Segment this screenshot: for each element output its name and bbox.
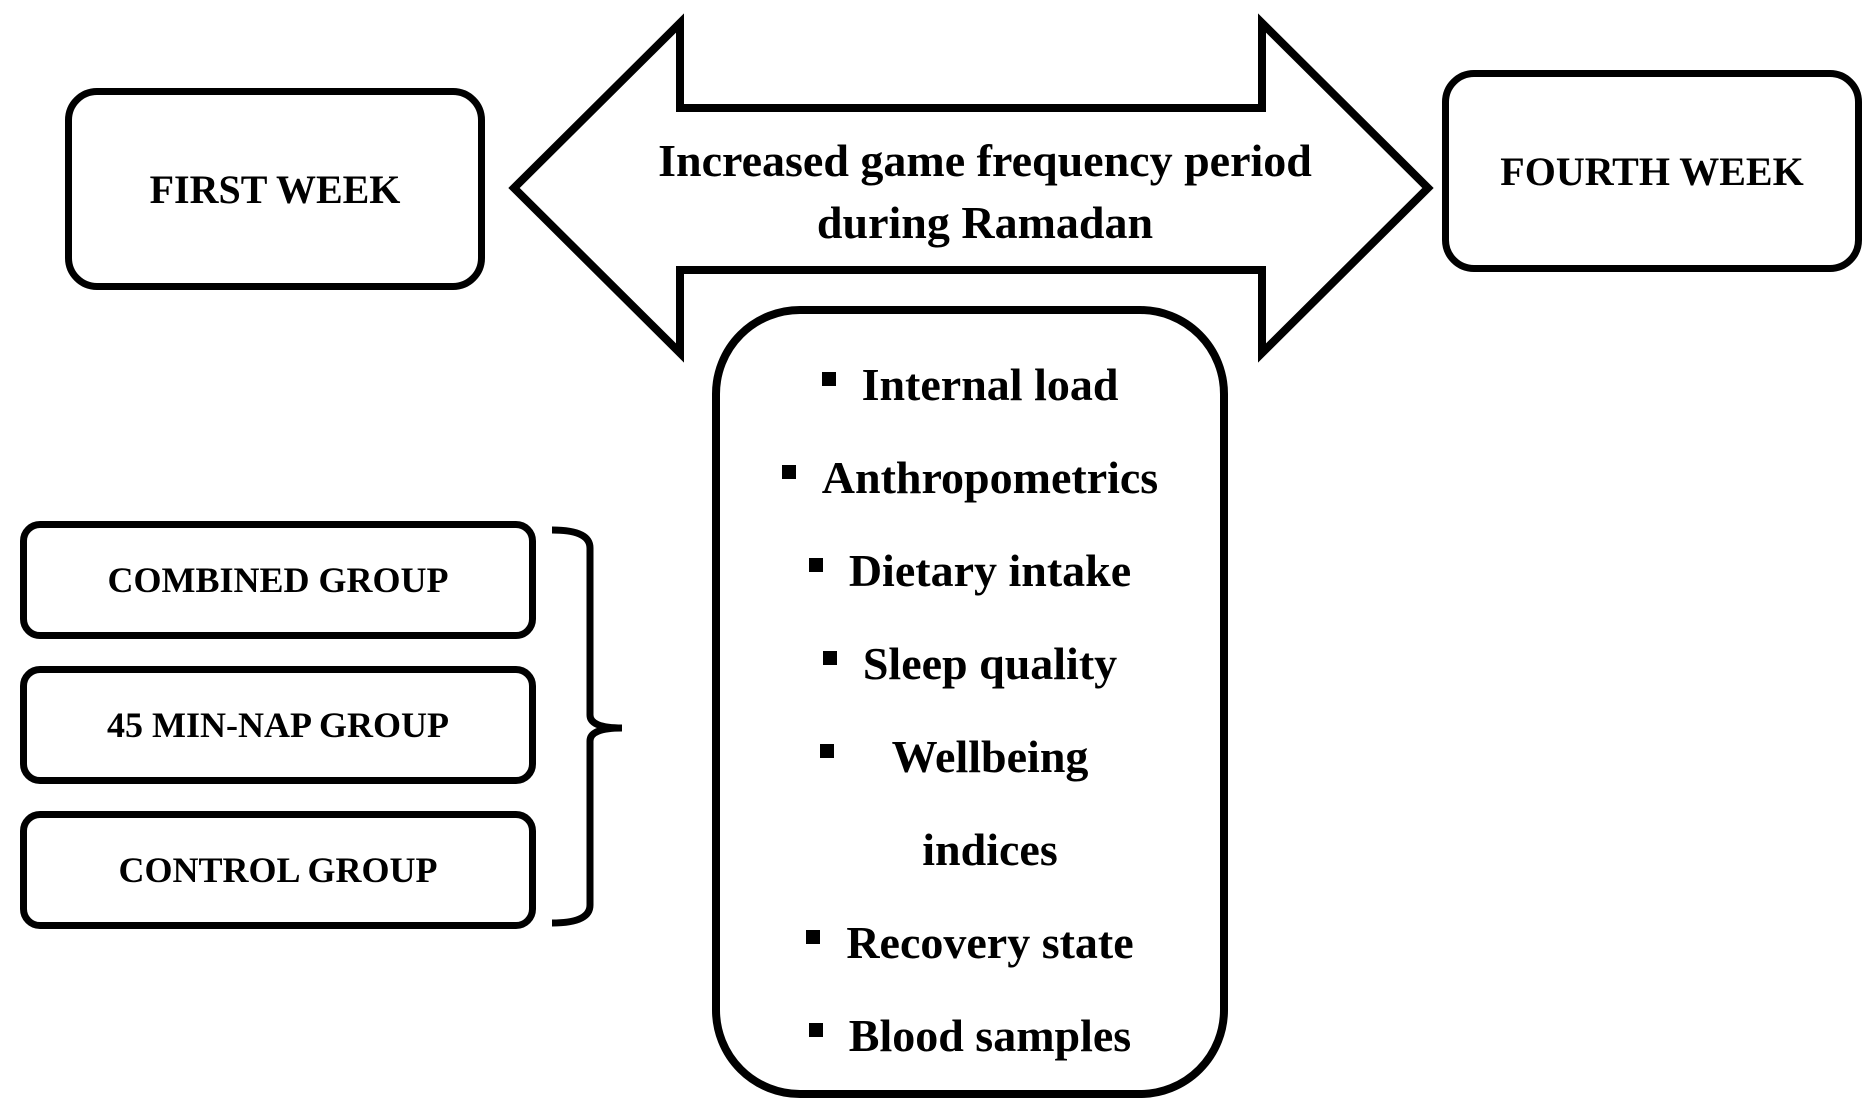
measure-item: Recovery state [712, 896, 1228, 989]
double-arrow [508, 13, 1434, 363]
measure-label: Blood samples [848, 1010, 1132, 1061]
measure-item: Dietary intake [712, 524, 1228, 617]
measure-label: Sleep quality [862, 638, 1118, 689]
group-box-combined: COMBINED GROUP [20, 521, 536, 639]
bullet-square-icon [806, 930, 821, 945]
group-bracket [551, 526, 623, 927]
measure-label: Internal load [861, 359, 1119, 410]
bullet-square-icon [808, 558, 823, 573]
bullet-square-icon [822, 651, 837, 666]
group-label: CONTROL GROUP [118, 850, 438, 890]
group-box-control: CONTROL GROUP [20, 811, 536, 929]
bullet-square-icon [808, 1023, 823, 1038]
measure-label: Wellbeing indices [891, 731, 1089, 875]
bullet-square-icon [820, 744, 834, 759]
measure-label: Recovery state [846, 917, 1134, 968]
bullet-square-icon [821, 372, 836, 387]
group-box-nap: 45 MIN-NAP GROUP [20, 666, 536, 784]
measure-item: Internal load [712, 338, 1228, 431]
group-label: 45 MIN-NAP GROUP [107, 705, 449, 745]
first-week-box: FIRST WEEK [65, 88, 485, 290]
group-label: COMBINED GROUP [107, 560, 449, 600]
measure-label: Anthropometrics [821, 452, 1159, 503]
measures-list: Internal load Anthropometrics Dietary in… [712, 338, 1228, 1082]
arrow-label: Increased game frequency period during R… [658, 135, 1312, 248]
bullet-square-icon [781, 465, 796, 480]
measure-item: Blood samples [712, 989, 1228, 1082]
measures-box [712, 306, 1228, 1098]
measure-item: Sleep quality [712, 617, 1228, 710]
fourth-week-label: FOURTH WEEK [1500, 148, 1804, 194]
fourth-week-box: FOURTH WEEK [1442, 70, 1862, 272]
measure-label: Dietary intake [848, 545, 1132, 596]
first-week-label: FIRST WEEK [149, 166, 401, 212]
measure-item: Anthropometrics [712, 431, 1228, 524]
measure-item: Wellbeing indices [712, 710, 1228, 896]
